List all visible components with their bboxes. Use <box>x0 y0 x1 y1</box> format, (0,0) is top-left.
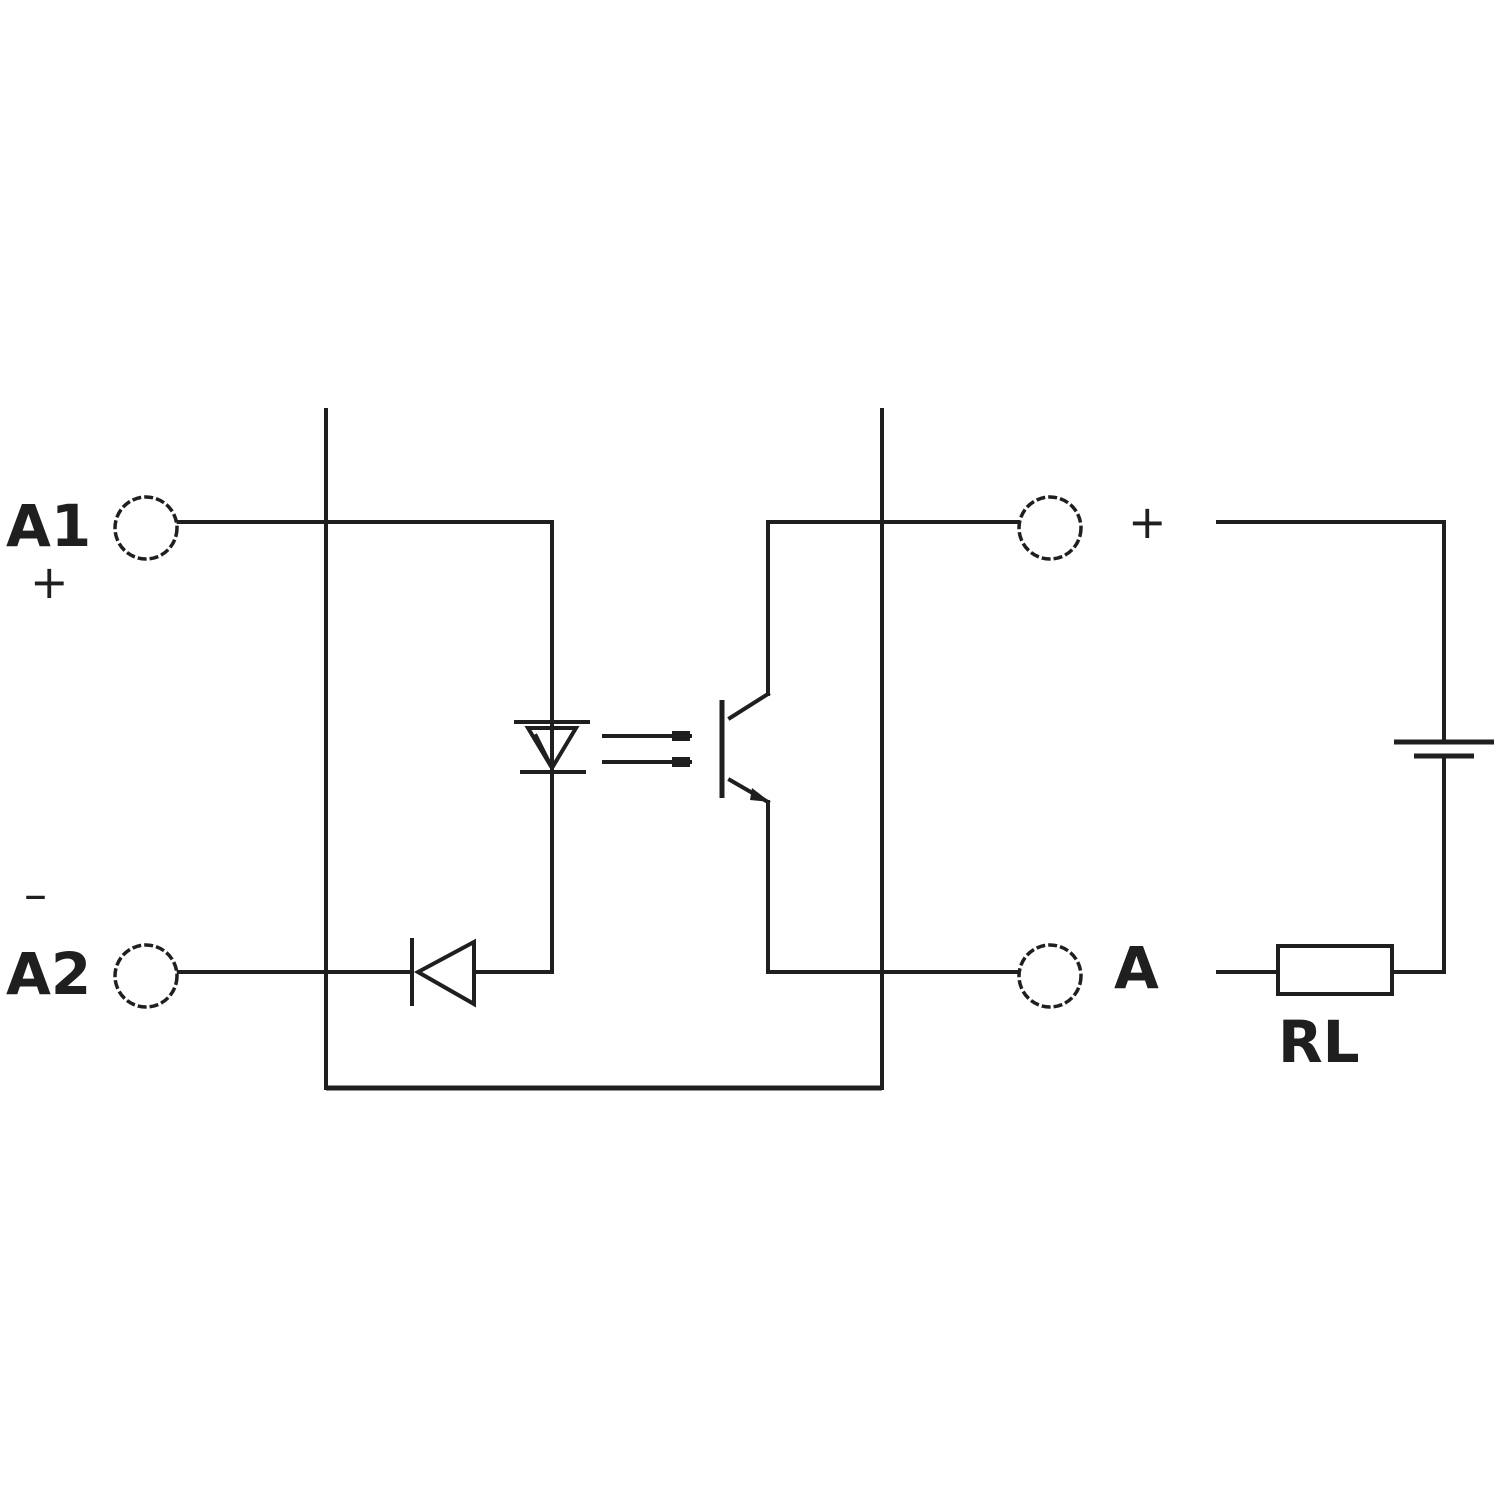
led-emitter <box>514 720 590 774</box>
terminal-plus <box>1017 495 1083 561</box>
label-a1-plus: + <box>30 555 69 609</box>
terminal-a <box>1017 943 1083 1009</box>
input-wiring <box>176 520 554 974</box>
label-output-plus: + <box>1128 495 1167 549</box>
battery-symbol <box>1394 739 1494 759</box>
load-resistor <box>1276 944 1394 996</box>
external-circuit <box>1216 520 1446 974</box>
terminal-a1 <box>113 495 179 561</box>
label-a1: A1 <box>6 492 91 560</box>
protection-diode <box>410 938 476 1008</box>
label-output-a: A <box>1114 934 1159 1002</box>
terminal-a2 <box>113 943 179 1009</box>
label-a2: A2 <box>6 940 91 1008</box>
label-resistor: RL <box>1278 1008 1360 1076</box>
phototransistor <box>719 520 1022 974</box>
label-a2-minus: – <box>24 867 47 921</box>
module-housing <box>324 408 884 1091</box>
light-arrows <box>602 731 692 767</box>
